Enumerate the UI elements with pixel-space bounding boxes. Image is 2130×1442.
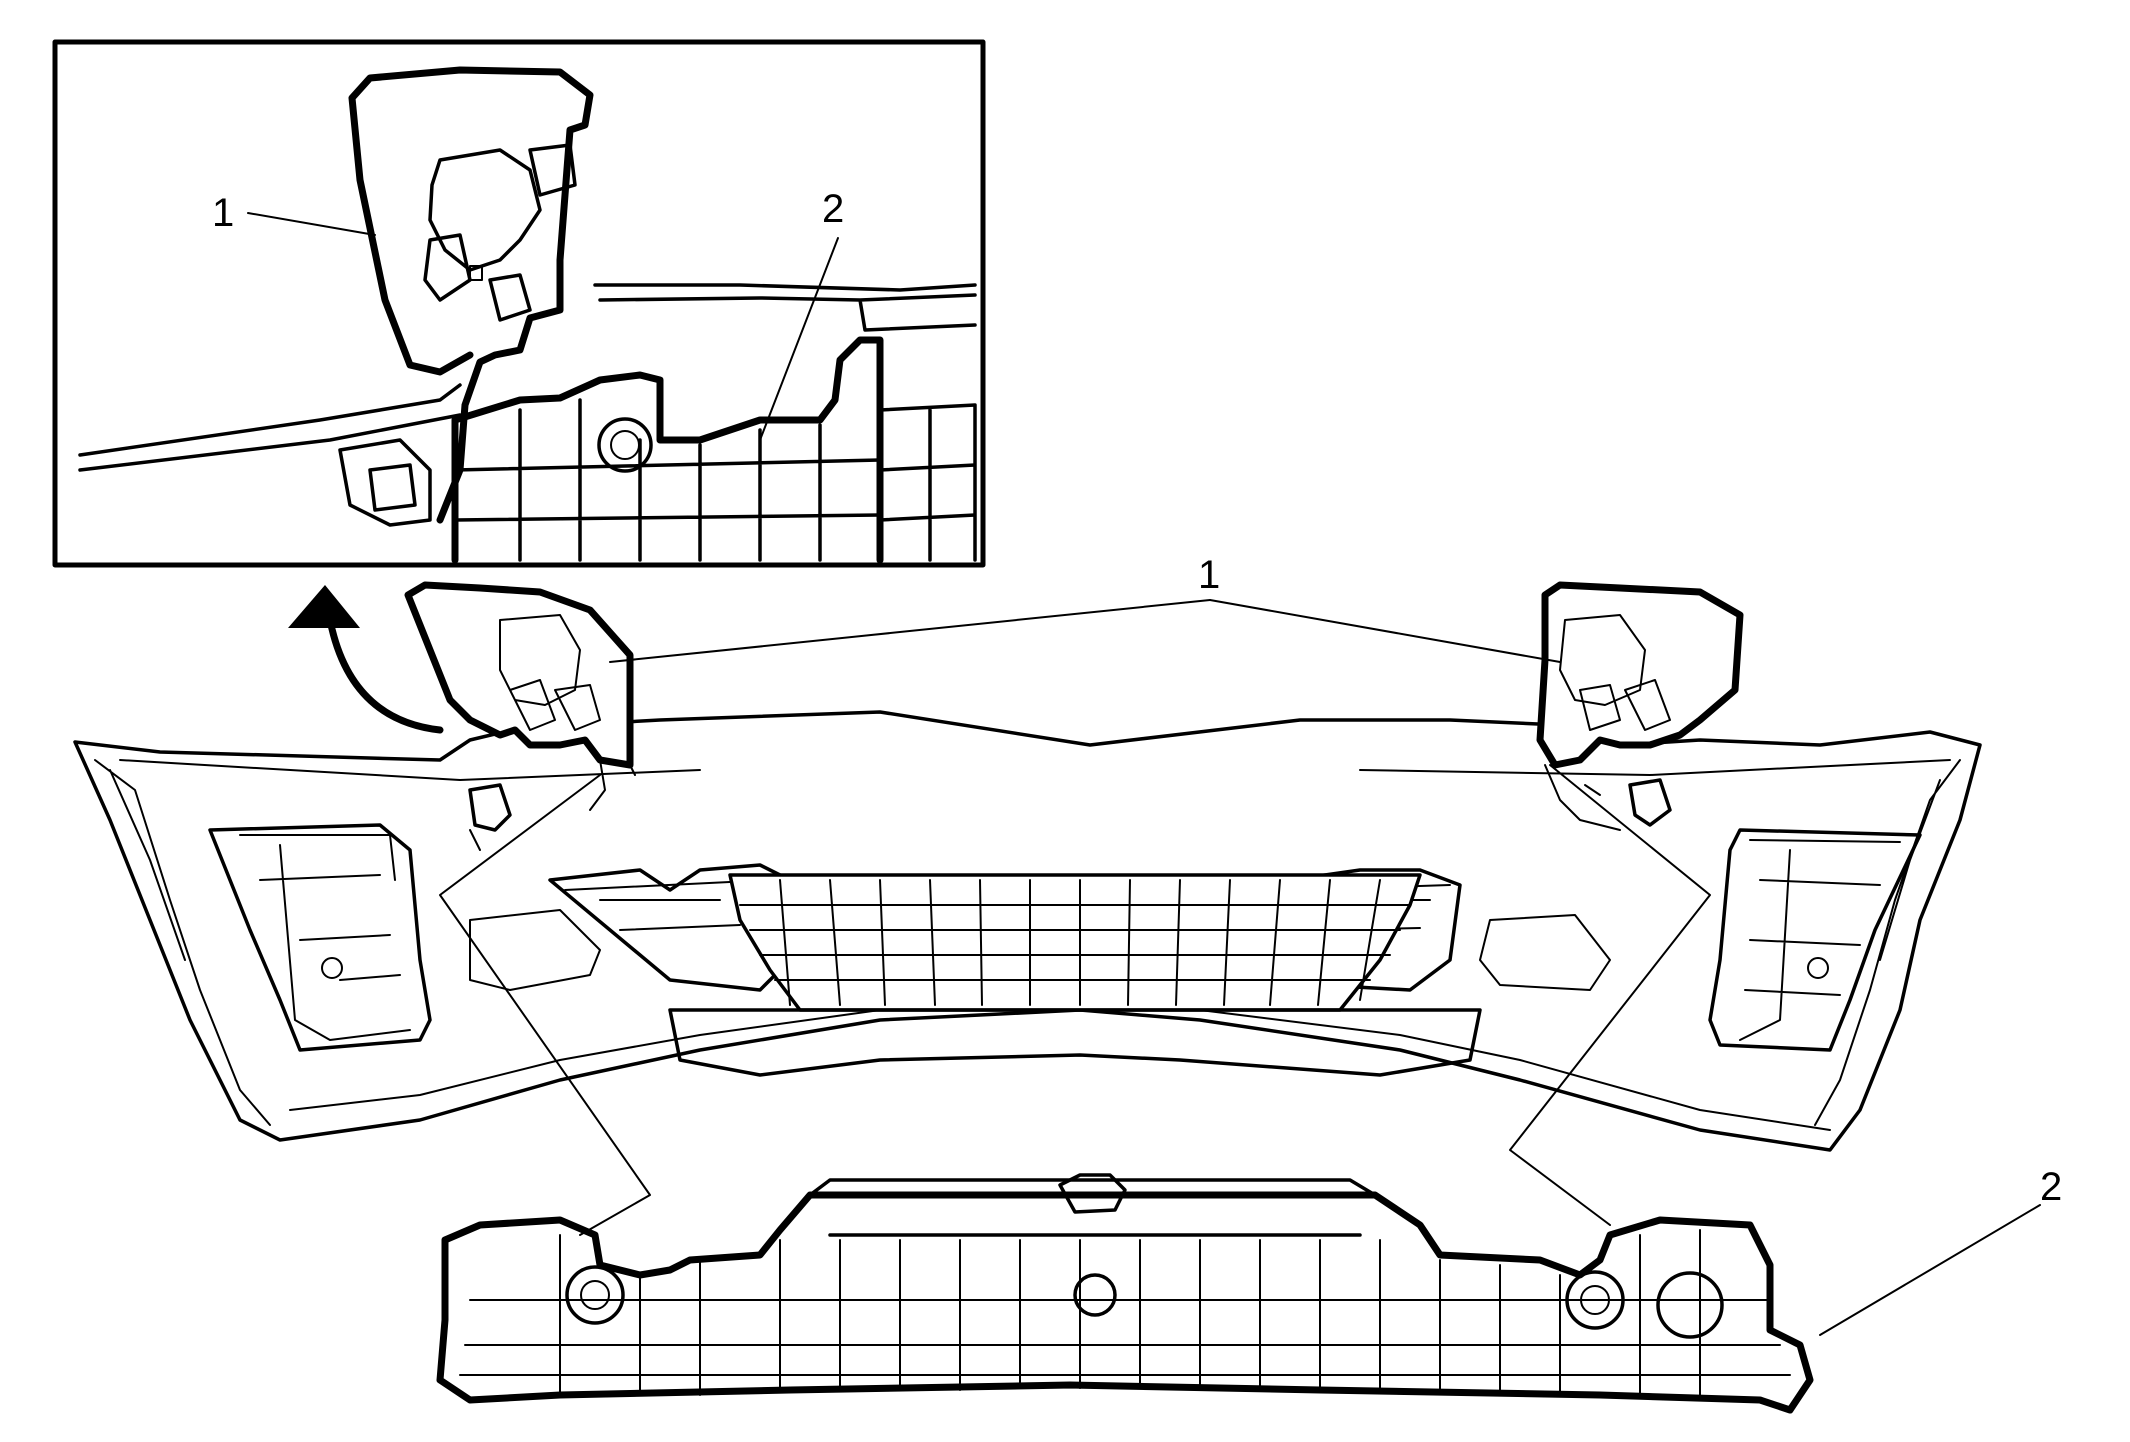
left-upper-bracket-detail [499,614,601,731]
right-upper-bracket-detail [1559,614,1671,731]
leader-1-left [609,599,1211,663]
right-upper-bracket [1536,581,1744,769]
left-wire-harness [469,759,606,851]
inset-bracket-clip [423,143,577,322]
inset-bracket-inner [428,148,542,272]
absorber-top-cap [808,1178,1377,1237]
left-alignment-line [439,764,651,1236]
grille-mesh [739,879,1411,1006]
main-callout-1: 1 [1198,553,1220,597]
inset-absorber [451,336,884,564]
right-wire-harness [1544,764,1621,831]
lower-valance [668,1008,1482,1077]
leader-2 [1819,1204,2041,1336]
absorber-center-tab [1058,1173,1127,1214]
inset-upper-panel [593,283,977,332]
inset-callout-2: 2 [822,187,844,231]
main-callouts: 1 2 [609,553,2062,1336]
absorber-outline [436,1191,1814,1414]
center-grille [728,873,1422,1012]
fascia-left-side [94,759,271,1126]
inset-absorber-bolt [597,417,653,473]
left-fog-opening [208,823,432,1052]
right-fog-opening [1708,828,1922,1052]
inset-fascia-edge [78,383,462,472]
inset-absorber-grid [453,398,977,562]
front-bumper-fascia [73,581,1982,1152]
absorber-left-bolt-inner [580,1280,610,1310]
absorber-center-bolt [1073,1273,1117,1317]
right-fog-bracket [1739,839,1901,1041]
inset-leader-1 [247,212,376,236]
fascia-upper-crease [119,759,1951,781]
inset-callout-1: 1 [212,191,234,235]
inset-leader-2 [759,237,839,441]
left-upper-bracket [404,581,634,769]
left-sensor [468,783,512,832]
absorber-right-bolt [1565,1270,1625,1330]
absorber-right-pocket [1656,1271,1724,1339]
inset-bracket-hole [469,265,483,281]
left-lamp-opening [548,863,792,992]
inset-reference-arrow [288,585,444,734]
left-lower-opening [469,909,601,991]
right-alignment-line [1509,764,1711,1226]
leader-1-right [1209,599,1561,663]
main-callout-2: 2 [2040,1165,2062,1209]
arrow-head [288,585,360,628]
fascia-lower-edge [289,1009,1831,1131]
inset-bracket [348,66,594,524]
inset-connector [338,438,432,527]
right-lower-opening [1479,914,1611,991]
absorber-rib-grid [459,1229,1791,1401]
left-fog-bracket [239,834,411,1041]
inset-absorber-bolt-inner [610,430,640,460]
right-sensor [1628,778,1672,827]
left-fog-hole [321,957,343,979]
absorber-right-bolt-inner [1580,1285,1610,1315]
energy-absorber [436,1173,1814,1414]
inset-detail-view: 1 2 [52,39,986,568]
absorber-left-bolt [565,1265,625,1325]
alignment-lines [439,764,1711,1236]
right-fog-hole [1807,957,1829,979]
